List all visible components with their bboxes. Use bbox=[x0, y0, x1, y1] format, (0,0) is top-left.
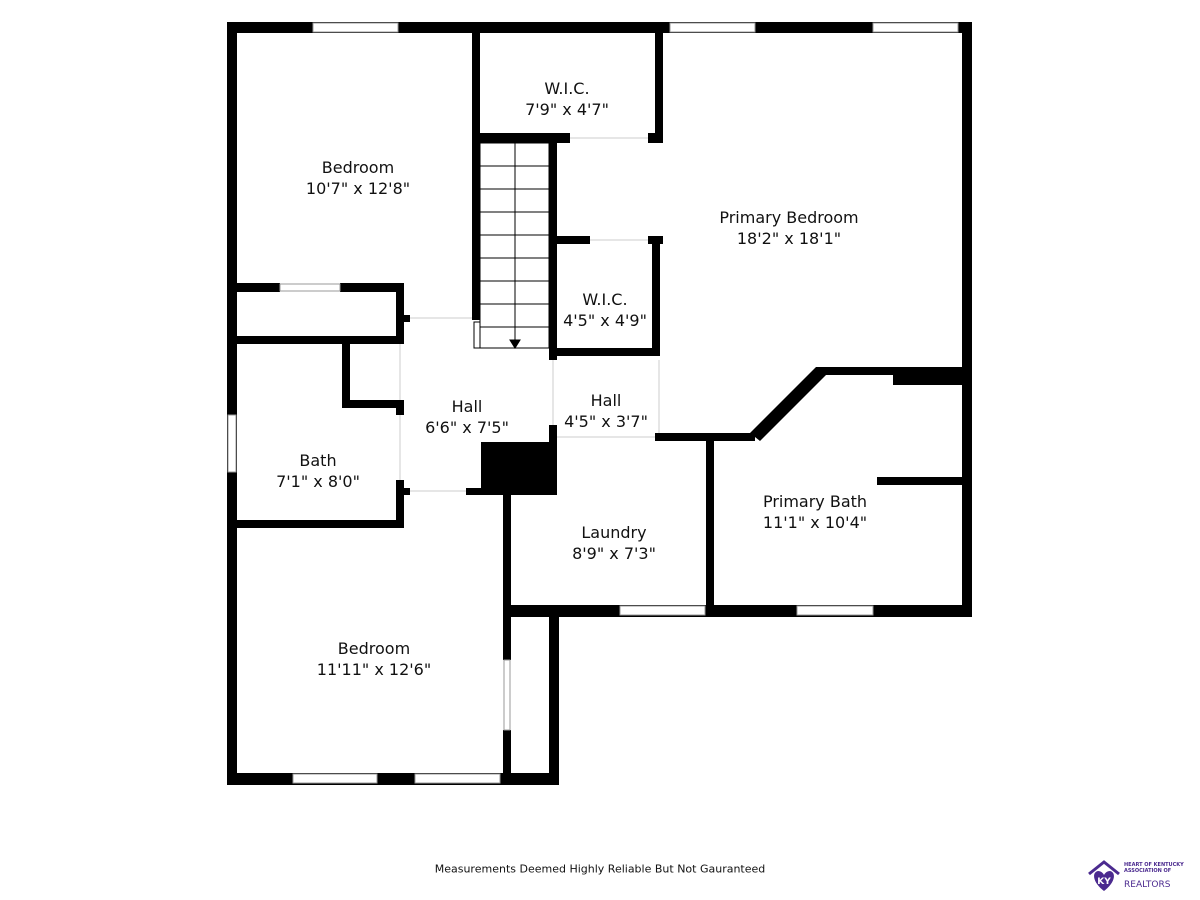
room-size: 7'9" x 4'7" bbox=[525, 100, 609, 119]
stair-arrow-icon bbox=[509, 339, 521, 349]
stairs bbox=[473, 142, 550, 349]
house-heart-icon: KY bbox=[1088, 860, 1120, 891]
room-size: 4'5" x 4'9" bbox=[563, 311, 647, 330]
room-name: Laundry bbox=[581, 523, 647, 542]
room-name: Hall bbox=[590, 391, 622, 410]
room-hall-1: Hall 6'6" x 7'5" bbox=[425, 396, 509, 438]
windows bbox=[227, 22, 959, 784]
room-size: 8'9" x 7'3" bbox=[572, 544, 656, 563]
room-name: Primary Bath bbox=[762, 492, 868, 511]
room-primary-bedroom: Primary Bedroom 18'2" x 18'1" bbox=[719, 207, 858, 249]
room-laundry: Laundry 8'9" x 7'3" bbox=[572, 522, 656, 564]
room-wic-1: W.I.C. 7'9" x 4'7" bbox=[525, 78, 609, 120]
room-size: 18'2" x 18'1" bbox=[736, 229, 842, 248]
room-size: 4'5" x 3'7" bbox=[564, 412, 648, 431]
room-size: 7'1" x 8'0" bbox=[276, 472, 360, 491]
room-bedroom-2: Bedroom 11'11" x 12'6" bbox=[317, 638, 431, 680]
room-wic-2: W.I.C. 4'5" x 4'9" bbox=[563, 289, 647, 331]
disclaimer: Measurements Deemed Highly Reliable But … bbox=[434, 862, 766, 876]
logo-initials: KY bbox=[1097, 877, 1111, 887]
door-openings bbox=[399, 137, 660, 492]
room-primary-bath: Primary Bath 11'1" x 10'4" bbox=[763, 491, 867, 533]
room-name: Bedroom bbox=[337, 639, 411, 658]
room-size: 10'7" x 12'8" bbox=[305, 179, 411, 198]
logo-brand: REALTORS bbox=[1124, 880, 1171, 890]
logo-association: HEART OF KENTUCKY ASSOCIATION OF bbox=[1124, 862, 1184, 874]
room-bedroom-1: Bedroom 10'7" x 12'8" bbox=[306, 157, 410, 199]
room-name: Bedroom bbox=[321, 158, 395, 177]
room-name: Primary Bedroom bbox=[719, 208, 859, 227]
room-size: 11'11" x 12'6" bbox=[316, 660, 432, 679]
room-name: W.I.C. bbox=[544, 79, 590, 98]
room-size: 11'1" x 10'4" bbox=[762, 513, 868, 532]
room-hall-2: Hall 4'5" x 3'7" bbox=[564, 390, 648, 432]
room-name: Hall bbox=[451, 397, 483, 416]
walls bbox=[227, 22, 972, 785]
room-bath: Bath 7'1" x 8'0" bbox=[276, 450, 360, 492]
room-name: Bath bbox=[299, 451, 337, 470]
room-name: W.I.C. bbox=[582, 290, 628, 309]
realtors-logo: KY HEART OF KENTUCKY ASSOCIATION OF REAL… bbox=[1086, 858, 1198, 898]
room-size: 6'6" x 7'5" bbox=[425, 418, 509, 437]
